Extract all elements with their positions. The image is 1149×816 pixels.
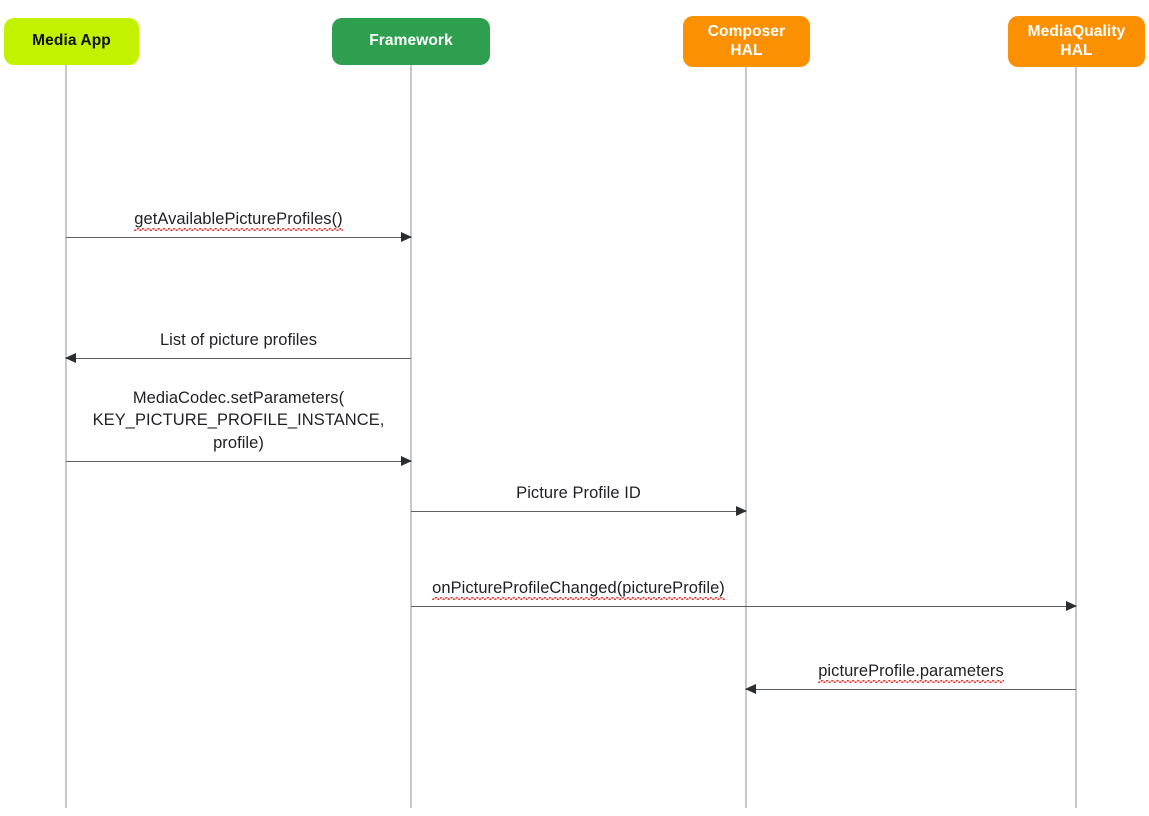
arrowhead-right-icon (401, 456, 412, 466)
arrowhead-right-icon (736, 506, 747, 516)
participant-mediaquality-hal[interactable]: MediaQuality HAL (1008, 16, 1145, 67)
arrowhead-left-icon (65, 353, 76, 363)
spellcheck-underline: getAvailablePictureProfiles() (134, 210, 343, 231)
message-label: onPictureProfileChanged(pictureProfile) (411, 577, 746, 600)
message-arrow-line (66, 358, 411, 359)
arrowhead-right-icon (1066, 601, 1077, 611)
message-label: MediaCodec.setParameters( KEY_PICTURE_PR… (92, 388, 385, 453)
arrowhead-left-icon (745, 684, 756, 694)
message-arrow-line (411, 511, 746, 512)
lifeline-composer-hal (745, 67, 747, 808)
spellcheck-underline: onPictureProfileChanged(pictureProfile) (432, 579, 725, 600)
participant-media-app[interactable]: Media App (4, 18, 139, 65)
message-label: pictureProfile.parameters (746, 660, 1076, 683)
message-arrow-line (746, 689, 1076, 690)
participant-composer-hal[interactable]: Composer HAL (683, 16, 810, 67)
message-label: List of picture profiles (159, 331, 318, 350)
lifeline-media-app (65, 65, 67, 808)
message-arrow-line (66, 237, 411, 238)
message-arrow-line (411, 606, 1076, 607)
arrowhead-right-icon (401, 232, 412, 242)
spellcheck-underline: pictureProfile.parameters (818, 662, 1004, 683)
message-label: Picture Profile ID (516, 484, 641, 503)
lifeline-framework (410, 65, 412, 808)
lifeline-mediaquality-hal (1075, 67, 1077, 808)
message-arrow-line (66, 461, 411, 462)
participant-framework[interactable]: Framework (332, 18, 490, 65)
message-label: getAvailablePictureProfiles() (66, 208, 411, 231)
